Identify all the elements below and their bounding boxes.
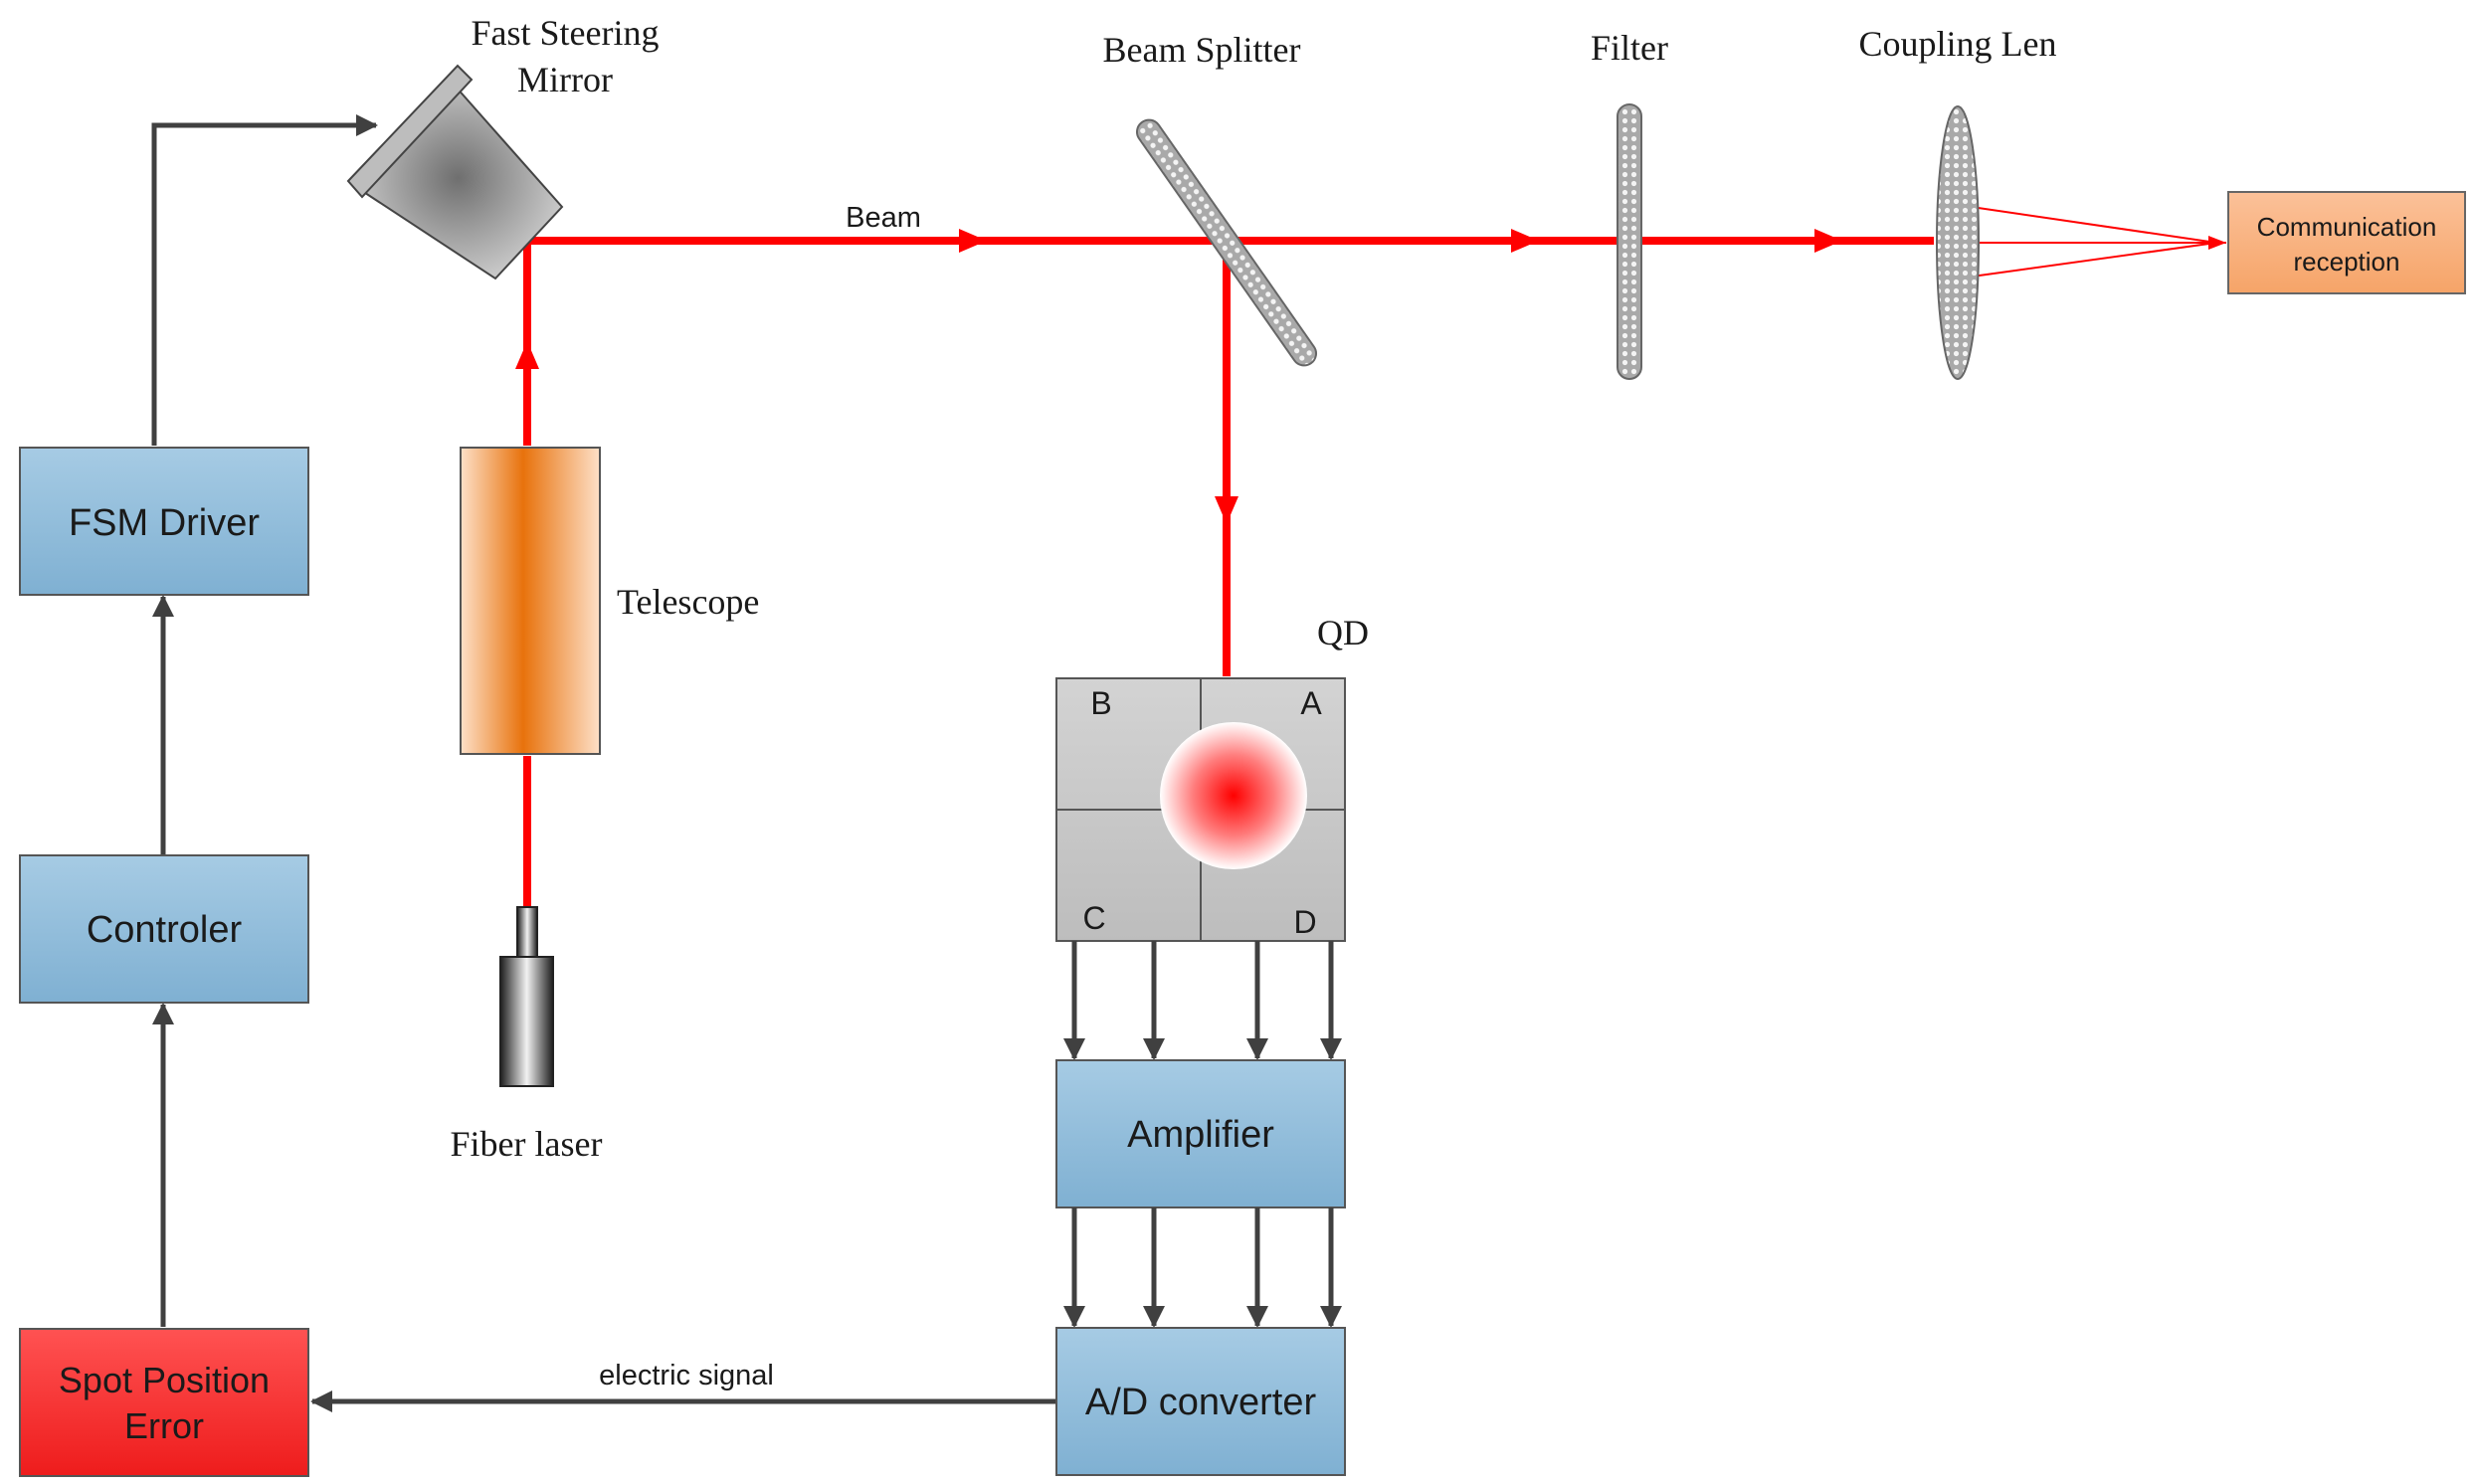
fiber-laser (499, 906, 554, 1087)
fsm-driver-block: FSM Driver (19, 447, 309, 596)
qd-label: QD (1317, 613, 1369, 652)
telescope-label: Telescope (617, 582, 759, 622)
telescope (460, 447, 601, 755)
qd-to-amplifier-arrows (1063, 941, 1342, 1060)
quadrant-a-label: A (1300, 685, 1322, 721)
fiber-laser-label: Fiber laser (451, 1124, 603, 1164)
communication-reception-label-line1: Communication (2257, 212, 2437, 242)
filter-label: Filter (1591, 28, 1668, 68)
fsm-driver-label: FSM Driver (69, 502, 260, 544)
fast-steering-mirror-label-line2: Mirror (517, 60, 613, 99)
controler-label: Controler (87, 909, 243, 951)
driver-to-mirror-arrow (151, 114, 378, 446)
quadrant-detector: B A C D (1055, 677, 1346, 942)
ad-converter-label: A/D converter (1085, 1382, 1317, 1423)
electric-signal-label: electric signal (599, 1360, 774, 1391)
ad-converter-block: A/D converter (1055, 1327, 1346, 1476)
quadrant-c-label: C (1082, 900, 1105, 936)
quadrant-b-label: B (1090, 685, 1111, 721)
filter (1617, 103, 1642, 380)
beam-splitter (1135, 118, 1318, 367)
spot-position-error-label-line1: Spot Position (59, 1360, 270, 1400)
amplifier-label: Amplifier (1127, 1114, 1274, 1156)
controler-block: Controler (19, 854, 309, 1004)
amplifier-to-ad-arrows (1063, 1207, 1342, 1328)
coupling-lens (1936, 105, 1980, 380)
spot-position-error-block: Spot Position Error (19, 1328, 309, 1477)
beam-splitter-label: Beam Splitter (1103, 30, 1301, 70)
fast-steering-mirror-label-line1: Fast Steering (472, 13, 660, 53)
laser-spot (1160, 722, 1307, 869)
spot-position-error-label-line2: Error (124, 1405, 204, 1446)
communication-reception-label-line2: reception (2294, 247, 2400, 277)
beam-label: Beam (846, 202, 921, 234)
fast-steering-mirror (346, 64, 564, 280)
focused-rays (1957, 204, 2226, 279)
amplifier-block: Amplifier (1055, 1059, 1346, 1208)
coupling-len-label: Coupling Len (1859, 24, 2057, 64)
quadrant-d-label: D (1293, 904, 1316, 940)
communication-reception-block: Communication reception (2227, 191, 2466, 294)
